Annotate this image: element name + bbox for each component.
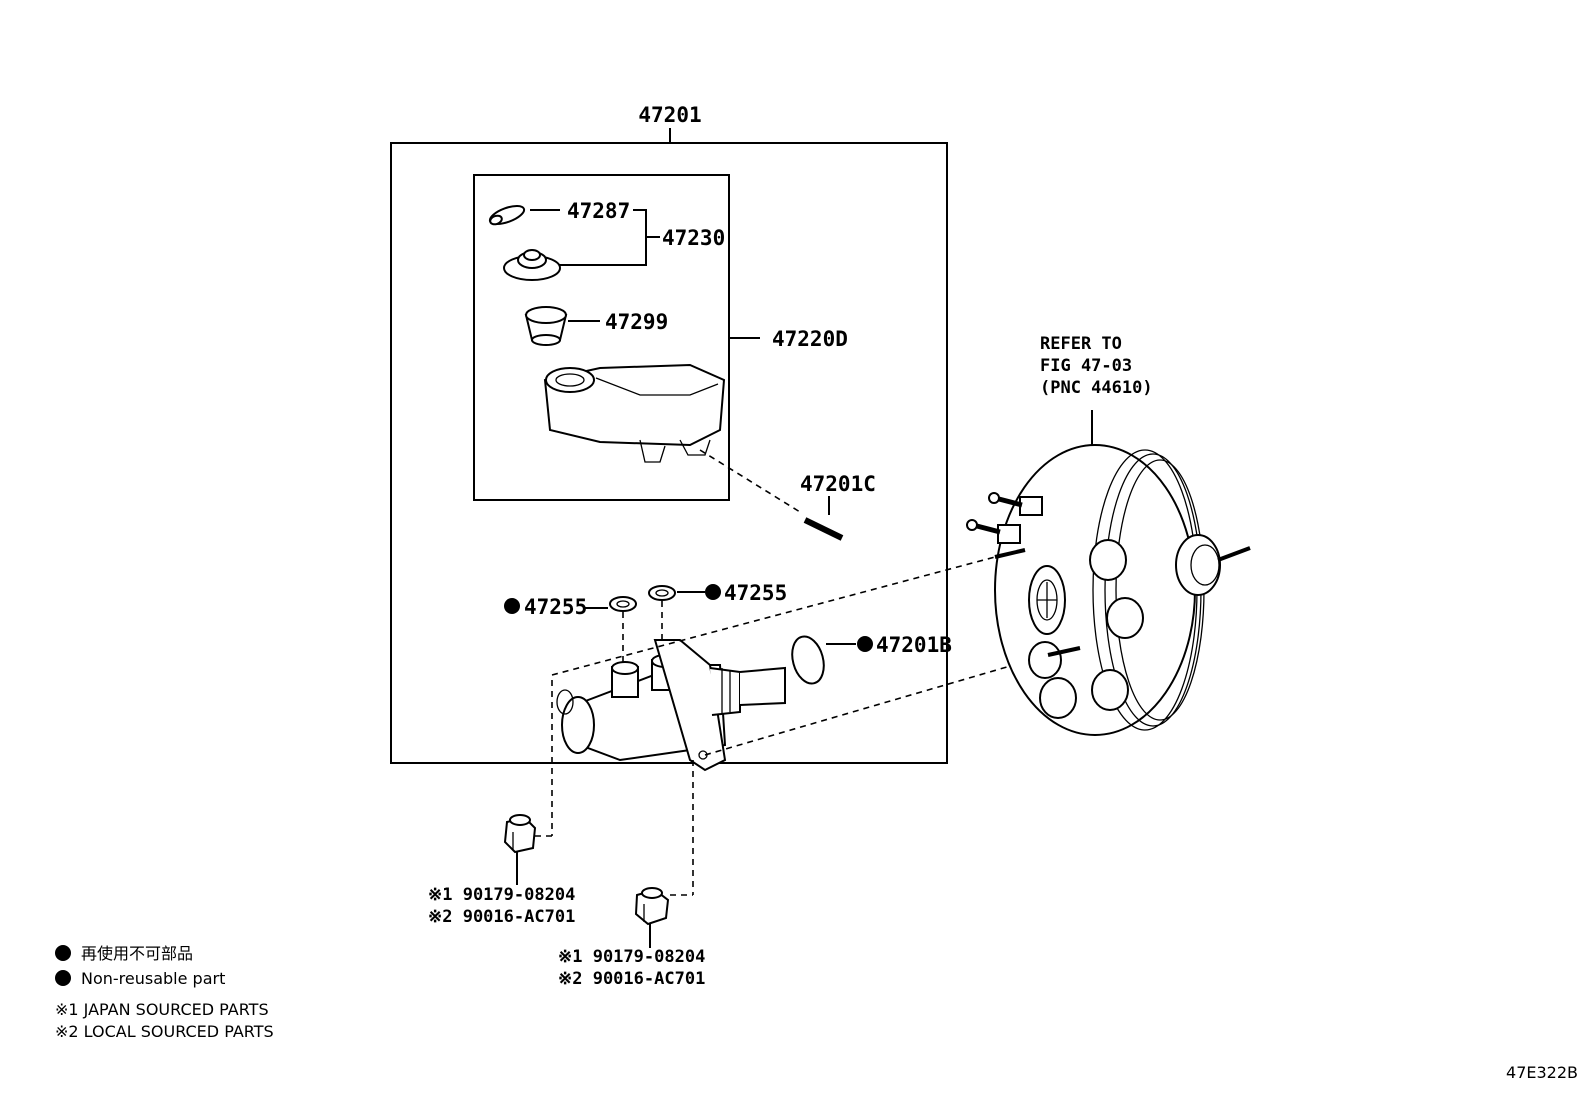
grommet-right-hole (655, 589, 669, 597)
seal-ring-part[interactable] (488, 202, 527, 227)
refer-line1[interactable]: REFER TO (1040, 334, 1122, 354)
pin-leader (699, 449, 801, 513)
refer-line3[interactable]: (PNC 44610) (1040, 378, 1153, 398)
legend-note-1: ※1 JAPAN SOURCED PARTS (55, 1000, 269, 1019)
bullet-47255-right (705, 584, 721, 600)
legend-bullet-jp (55, 945, 71, 961)
label-47201B[interactable]: 47201B (876, 633, 952, 657)
legend-bullet-en (55, 970, 71, 986)
master-cylinder-part[interactable] (556, 639, 786, 772)
o-ring-part[interactable] (787, 633, 828, 687)
label-47220D[interactable]: 47220D (772, 327, 848, 351)
bullet-47255-left (504, 598, 520, 614)
pin-part[interactable] (803, 517, 844, 541)
label-47299[interactable]: 47299 (605, 310, 668, 334)
legend-note-2: ※2 LOCAL SOURCED PARTS (55, 1022, 274, 1041)
mount-dash-upper (551, 556, 996, 676)
bullet-47201B (857, 636, 873, 652)
grommet-left-hole (616, 600, 630, 608)
grommet-right-part[interactable] (648, 585, 676, 601)
legend-non-reusable-jp: 再使用不可部品 (81, 944, 193, 963)
brake-booster-part[interactable] (966, 444, 1251, 736)
label-47255-left[interactable]: 47255 (524, 595, 587, 619)
reservoir-cap-part[interactable] (503, 249, 561, 281)
label-47201C[interactable]: 47201C (800, 472, 876, 496)
label-47255-right[interactable]: 47255 (724, 581, 787, 605)
label-47201[interactable]: 47201 (638, 103, 701, 127)
nut-left-line1[interactable]: ※1 90179-08204 (428, 885, 575, 905)
figure-code: 47E322B (1506, 1063, 1578, 1082)
nut-left-part[interactable] (503, 814, 537, 854)
reservoir-tank-part[interactable] (543, 363, 726, 463)
label-47230[interactable]: 47230 (662, 226, 725, 250)
reservoir-box (473, 174, 730, 501)
nut-right-part[interactable] (634, 887, 670, 926)
legend-non-reusable-en: Non-reusable part (81, 969, 225, 988)
nut-left-line2[interactable]: ※2 90016-AC701 (428, 907, 575, 927)
refer-line2[interactable]: FIG 47-03 (1040, 356, 1132, 376)
strainer-part[interactable] (524, 306, 568, 346)
grommet-left-part[interactable] (609, 596, 637, 612)
mount-dash-lower (704, 654, 1049, 756)
label-47287[interactable]: 47287 (567, 199, 630, 223)
nut-right-line2[interactable]: ※2 90016-AC701 (558, 969, 705, 989)
nut-right-line1[interactable]: ※1 90179-08204 (558, 947, 705, 967)
